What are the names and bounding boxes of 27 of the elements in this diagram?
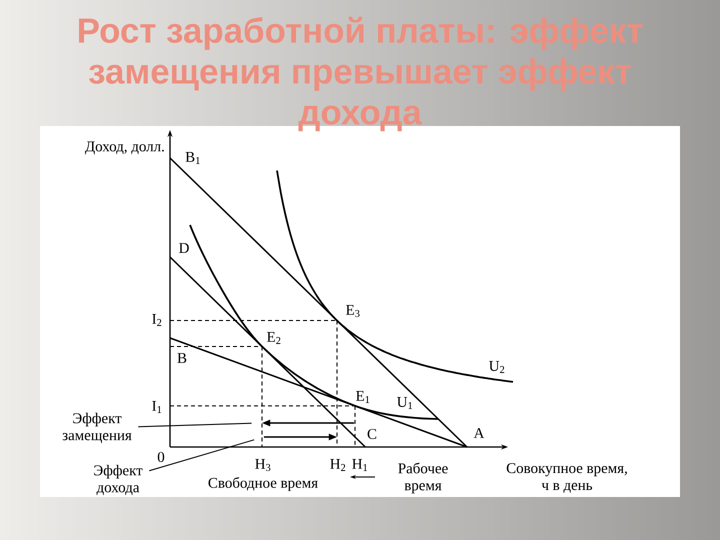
- tick-label: H$_{3}$: [255, 458, 270, 472]
- point-label: D: [179, 243, 189, 253]
- callout-text: Эффект замещения: [62, 412, 132, 444]
- leader-line: [138, 422, 252, 428]
- curve-label: U$_{1}$: [397, 397, 412, 409]
- curve-label: U$_{2}$: [489, 361, 504, 373]
- direction-arrow: [262, 420, 354, 426]
- leader-line: [148, 439, 255, 472]
- point-label: E$_{3}$: [346, 304, 360, 318]
- point-label: E$_{2}$: [267, 332, 280, 344]
- callout-text: Эффект дохода: [94, 464, 142, 496]
- axis-label: Доход, долл.: [85, 142, 164, 154]
- tick-label: I$_{2}$: [152, 314, 162, 326]
- point-label: E$_{1}$: [356, 391, 370, 403]
- direction-arrow: [264, 434, 337, 440]
- axis-label: Совокупное время, ч в день: [506, 463, 627, 493]
- tick-label: 0: [158, 452, 164, 462]
- tick-label: H$_{1}$: [352, 459, 368, 471]
- point-label: B: [177, 353, 186, 363]
- axis-note: Рабочее время: [398, 462, 448, 494]
- title: Рост заработной платы: эффект замещения превышает эффект дохода: [79, 16, 642, 132]
- point-label: A: [474, 428, 484, 438]
- axis-note: Свободное время: [208, 477, 318, 491]
- point-label: B$_{1}$: [186, 152, 200, 164]
- tick-label: H$_{2}$: [330, 459, 346, 471]
- point-label: C: [368, 428, 376, 439]
- tick-label: I$_{1}$: [152, 401, 162, 413]
